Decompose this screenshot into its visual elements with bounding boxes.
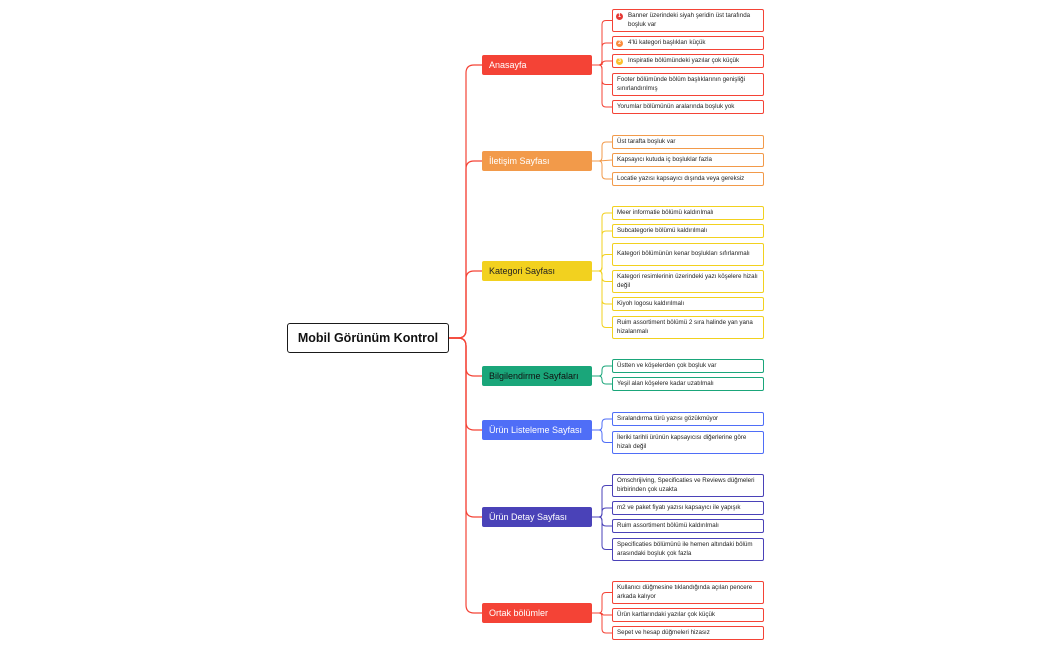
priority-marker-icon: 2 — [616, 40, 623, 47]
leaf-topic[interactable]: Kategori bölümünün kenar boşlukları sıfı… — [612, 243, 764, 266]
branch-topic-label: Ürün Detay Sayfası — [489, 512, 568, 522]
leaf-topic-label: Meer informatie bölümü kaldırılmalı — [617, 208, 714, 216]
leaf-topic[interactable]: Sepet ve hesap düğmeleri hizasız — [612, 626, 764, 640]
leaf-topic-label: Footer bölümünde bölüm başlıklarının gen… — [617, 75, 745, 92]
leaf-topic-label: m2 ve paket fiyatı yazısı kapsayıcı ile … — [617, 503, 741, 511]
branch-topic-label: Kategori Sayfası — [489, 266, 556, 276]
priority-marker-icon: 1 — [616, 13, 623, 20]
priority-marker-icon: 3 — [616, 58, 623, 65]
leaf-topic[interactable]: Ruim assortiment bölümü 2 sıra halinde y… — [612, 316, 764, 339]
leaf-topic[interactable]: Meer informatie bölümü kaldırılmalı — [612, 206, 764, 220]
leaf-topic-label: Kategori bölümünün kenar boşlukları sıfı… — [617, 250, 750, 258]
leaf-topic-label: Üst tarafta boşluk var — [617, 137, 676, 145]
branch-topic[interactable]: Ortak bölümler — [482, 603, 592, 623]
branch-topic[interactable]: Bilgilendirme Sayfaları — [482, 366, 592, 386]
leaf-topic-label: Specificaties bölümünü ile hemen altında… — [617, 540, 753, 557]
leaf-topic[interactable]: 3 Inspiratie bölümündeki yazılar çok küçü… — [612, 54, 764, 68]
leaf-topic-label: Üstten ve köşelerden çok boşluk var — [617, 361, 717, 369]
leaf-topic-label: Ruim assortiment bölümü 2 sıra halinde y… — [617, 318, 753, 335]
branch-topic[interactable]: İletişim Sayfası — [482, 151, 592, 171]
leaf-topic[interactable]: 1 Banner üzerindeki siyah şeridin üst tar… — [612, 9, 764, 32]
branch-topic[interactable]: Ürün Detay Sayfası — [482, 507, 592, 527]
branch-topic-label: Ürün Listeleme Sayfası — [489, 425, 583, 435]
leaf-topic[interactable]: Kullanıcı düğmesine tıklandığında açılan… — [612, 581, 764, 604]
root-topic[interactable]: Mobil Görünüm Kontrol — [287, 323, 449, 353]
leaf-topic[interactable]: Üst tarafta boşluk var — [612, 135, 764, 149]
leaf-topic[interactable]: Locatie yazısı kapsayıcı dışında veya ge… — [612, 172, 764, 186]
leaf-topic-label: Subcategorie bölümü kaldırılmalı — [617, 226, 708, 234]
leaf-topic-label: Locatie yazısı kapsayıcı dışında veya ge… — [617, 174, 745, 182]
leaf-topic-label: 4'lü kategori başlıkları küçük — [628, 38, 706, 46]
leaf-topic-label: Kullanıcı düğmesine tıklandığında açılan… — [617, 583, 753, 600]
leaf-topic-label: Banner üzerindeki siyah şeridin üst tara… — [628, 11, 751, 28]
leaf-topic-label: İleriki tarihli ürünün kapsayıcısı diğer… — [617, 433, 747, 450]
branch-topic-label: İletişim Sayfası — [489, 156, 550, 166]
leaf-topic[interactable]: Footer bölümünde bölüm başlıklarının gen… — [612, 73, 764, 96]
leaf-topic[interactable]: Ürün kartlarındaki yazılar çok küçük — [612, 608, 764, 622]
branch-topic-label: Ortak bölümler — [489, 608, 549, 618]
leaf-topic-label: Sıralandırma türü yazısı gözükmüyor — [617, 414, 719, 422]
leaf-topic[interactable]: 2 4'lü kategori başlıkları küçük — [612, 36, 764, 50]
leaf-topic[interactable]: Kiyoh logosu kaldırılmalı — [612, 297, 764, 311]
root-topic-label: Mobil Görünüm Kontrol — [297, 331, 439, 345]
leaf-topic[interactable]: Omschrijiving, Specificaties ve Reviews … — [612, 474, 764, 497]
leaf-topic[interactable]: Üstten ve köşelerden çok boşluk var — [612, 359, 764, 373]
leaf-topic[interactable]: İleriki tarihli ürünün kapsayıcısı diğer… — [612, 431, 764, 454]
leaf-topic-label: Omschrijiving, Specificaties ve Reviews … — [617, 476, 755, 493]
branch-topic[interactable]: Ürün Listeleme Sayfası — [482, 420, 592, 440]
leaf-topic-label: Kiyoh logosu kaldırılmalı — [617, 299, 685, 307]
leaf-topic[interactable]: Kategori resimlerinin üzerindeki yazı kö… — [612, 270, 764, 293]
leaf-topic[interactable]: Sıralandırma türü yazısı gözükmüyor — [612, 412, 764, 426]
leaf-topic-label: Yeşil alan köşelere kadar uzatılmalı — [617, 379, 714, 387]
branch-topic[interactable]: Anasayfa — [482, 55, 592, 75]
leaf-topic[interactable]: Kapsayıcı kutuda iç boşluklar fazla — [612, 153, 764, 167]
branch-topic-label: Anasayfa — [489, 60, 527, 70]
leaf-topic[interactable]: Ruim assortiment bölümü kaldırılmalı — [612, 519, 764, 533]
leaf-topic[interactable]: Yeşil alan köşelere kadar uzatılmalı — [612, 377, 764, 391]
leaf-topic[interactable]: Subcategorie bölümü kaldırılmalı — [612, 224, 764, 238]
branch-topic-label: Bilgilendirme Sayfaları — [489, 371, 579, 381]
leaf-topic[interactable]: Specificaties bölümünü ile hemen altında… — [612, 538, 764, 561]
leaf-topic-label: Sepet ve hesap düğmeleri hizasız — [617, 628, 710, 636]
leaf-topic[interactable]: Yorumlar bölümünün aralarında boşluk yok — [612, 100, 764, 114]
leaf-topic-label: Yorumlar bölümünün aralarında boşluk yok — [617, 102, 735, 110]
leaf-topic-label: Inspiratie bölümündeki yazılar çok küçük — [628, 56, 740, 64]
leaf-topic-label: Kategori resimlerinin üzerindeki yazı kö… — [617, 272, 758, 289]
branch-topic[interactable]: Kategori Sayfası — [482, 261, 592, 281]
leaf-topic-label: Ürün kartlarındaki yazılar çok küçük — [617, 610, 716, 618]
leaf-topic-label: Kapsayıcı kutuda iç boşluklar fazla — [617, 155, 712, 163]
leaf-topic-label: Ruim assortiment bölümü kaldırılmalı — [617, 521, 719, 529]
leaf-topic[interactable]: m2 ve paket fiyatı yazısı kapsayıcı ile … — [612, 501, 764, 515]
